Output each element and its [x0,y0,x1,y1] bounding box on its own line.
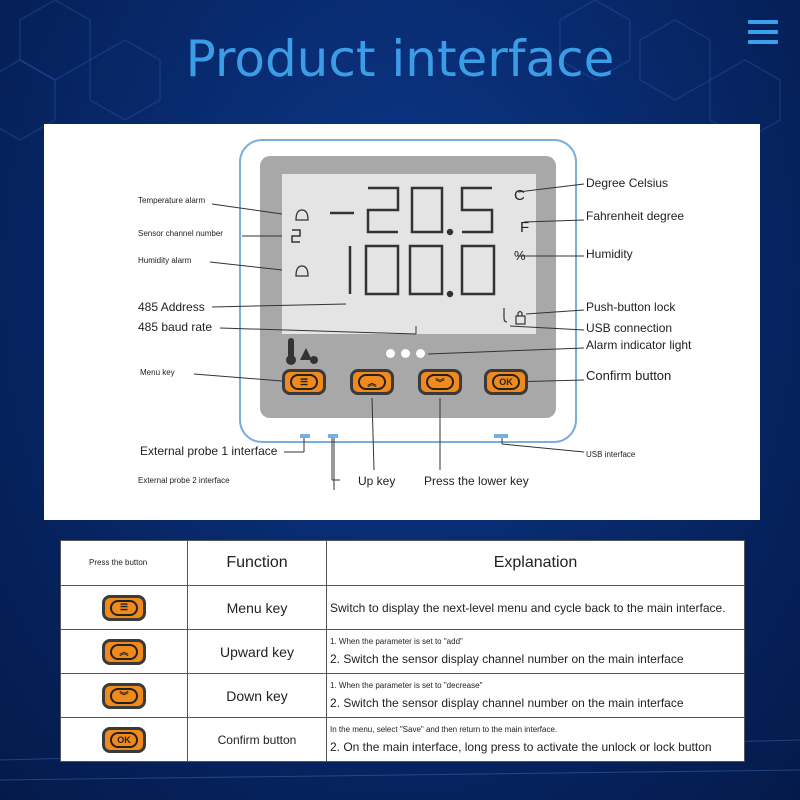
label-confirm-button: Confirm button [586,368,672,383]
up-key-icon: ︽ [102,638,146,665]
alarm-bell-icon [295,209,309,277]
svg-text:%: % [514,248,526,263]
header-button: Press the button [60,540,188,586]
row-explanation-line1: 1. When the parameter is set to "decreas… [330,681,483,690]
thermometer-icon [286,338,318,365]
label-alarm-light: Alarm indicator light [586,338,692,352]
header-explanation: Explanation [326,540,745,586]
svg-text:F: F [520,219,529,236]
lock-icon [503,308,526,325]
row-function: Confirm button [187,717,327,762]
row-function: Menu key [187,585,327,630]
label-usb-connection: USB connection [586,321,673,335]
device-diagram: C F % [193,139,585,490]
label-usb-interface: USB interface [586,450,636,459]
label-humidity-alarm: Humidity alarm [138,256,192,265]
table-row: ︽ Upward key 1. When the parameter is se… [60,629,745,674]
row-explanation-line1: In the menu, select "Save" and then retu… [330,725,558,734]
chevron-up-icon: ︽ [358,374,386,390]
header-function: Function [187,540,327,586]
table-header-row: Press the button Function Explanation [60,540,745,586]
label-temperature-alarm: Temperature alarm [138,196,206,205]
product-diagram-panel: C F % ☰ ︽ ︾ OK Temperature alarm Sensor … [44,124,760,520]
down-key[interactable]: ︾ [418,369,462,395]
table-row: OK Confirm button In the menu, select "S… [60,717,745,762]
label-probe2: External probe 2 interface [138,476,230,485]
list-icon: ☰ [290,374,318,390]
label-up-key: Up key [358,474,396,488]
up-key[interactable]: ︽ [350,369,394,395]
chevron-down-icon: ︾ [426,374,454,390]
alarm-indicator-lights [386,349,425,358]
label-sensor-channel: Sensor channel number [138,229,223,238]
ok-key-label: OK [492,374,520,390]
label-485-address: 485 Address [138,300,205,314]
row-explanation-line2: 2. On the main interface, long press to … [330,740,712,754]
label-485-baud: 485 baud rate [138,320,213,334]
row-explanation-line2: 2. Switch the sensor display channel num… [330,696,684,710]
label-lower-key: Press the lower key [424,474,529,488]
label-degree-celsius: Degree Celsius [586,176,669,190]
menu-key-icon: ☰ [102,594,146,621]
row-function: Upward key [187,629,327,674]
usb-plug-icon [503,308,508,323]
row-function: Down key [187,673,327,718]
hamburger-icon[interactable] [748,20,778,46]
row-explanation-line1: 1. When the parameter is set to "add" [330,637,463,646]
label-humidity: Humidity [586,247,633,261]
row-explanation: Switch to display the next-level menu an… [330,600,726,615]
ok-key-icon: OK [102,726,146,753]
label-probe1: External probe 1 interface [140,444,278,458]
key-function-table: Press the button Function Explanation ☰ … [60,540,745,762]
label-menu-key: Menu key [140,368,175,377]
table-row: ︾ Down key 1. When the parameter is set … [60,673,745,718]
row-explanation-line2: 2. Switch the sensor display channel num… [330,652,684,666]
label-push-lock: Push-button lock [586,300,676,314]
table-row: ☰ Menu key Switch to display the next-le… [60,585,745,630]
page-title: Product interface [185,30,615,88]
ok-key[interactable]: OK [484,369,528,395]
svg-text:C: C [514,187,525,204]
down-key-icon: ︾ [102,682,146,709]
menu-key[interactable]: ☰ [282,369,326,395]
label-fahrenheit: Fahrenheit degree [586,209,685,223]
